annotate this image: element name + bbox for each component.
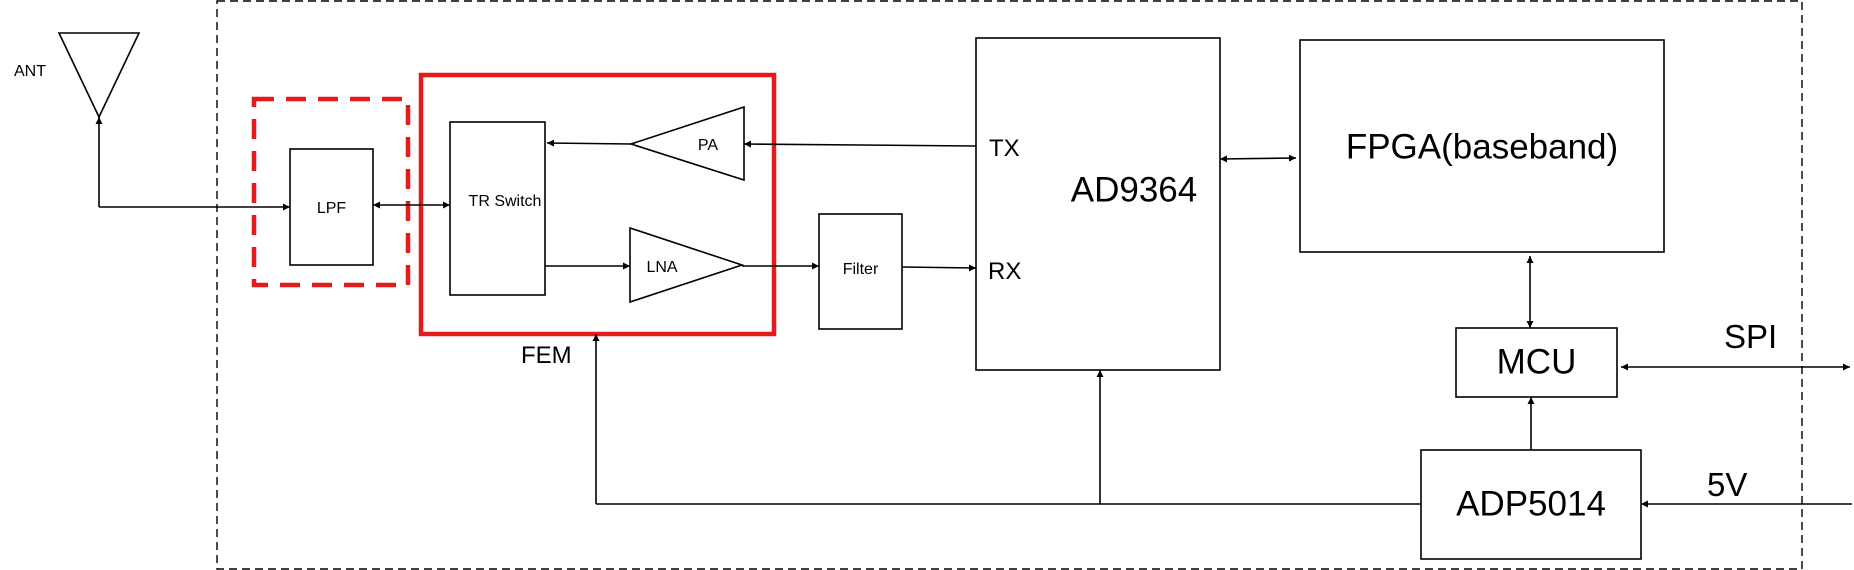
filter-to-rx-wire	[901, 264, 977, 272]
ad9364-block: AD9364 TX RX	[975, 37, 1221, 371]
5v-label: 5V	[1707, 466, 1747, 503]
lpf-block: LPF	[289, 148, 374, 266]
lna-label: LNA	[646, 259, 677, 276]
pa-label: PA	[698, 137, 718, 154]
lna-amplifier: LNA	[629, 226, 745, 304]
pa-amplifier: PA	[628, 105, 745, 182]
antenna: ANT	[14, 32, 141, 119]
tx-to-pa-wire	[743, 140, 977, 148]
fem-label: FEM	[521, 342, 572, 369]
mcu-block: MCU	[1455, 327, 1618, 398]
tr-switch-block: TR Switch	[449, 121, 546, 296]
filter-label: Filter	[843, 261, 879, 278]
pa-triangle-icon	[628, 105, 745, 182]
mcu-label: MCU	[1497, 342, 1577, 381]
fpga-label: FPGA(baseband)	[1346, 127, 1618, 166]
lna-triangle-icon	[629, 226, 745, 304]
system-boundary	[216, 0, 1803, 570]
filter-block: Filter	[818, 213, 903, 330]
ad9364-fpga-link	[1219, 154, 1297, 163]
antenna-icon	[57, 32, 141, 119]
ad9364-label: AD9364	[1071, 170, 1197, 209]
spi-label: SPI	[1724, 318, 1777, 355]
ant-label: ANT	[14, 63, 46, 80]
rx-port-label: RX	[988, 258, 1021, 285]
adp5014-label: ADP5014	[1456, 484, 1606, 523]
pa-to-switch-wire	[546, 139, 632, 147]
tr-switch-label: TR Switch	[469, 193, 542, 210]
fpga-block: FPGA(baseband)	[1299, 39, 1665, 253]
lpf-highlight	[251, 96, 411, 288]
tx-port-label: TX	[989, 135, 1020, 162]
lpf-label: LPF	[317, 200, 347, 217]
adp5014-block: ADP5014	[1420, 449, 1642, 560]
